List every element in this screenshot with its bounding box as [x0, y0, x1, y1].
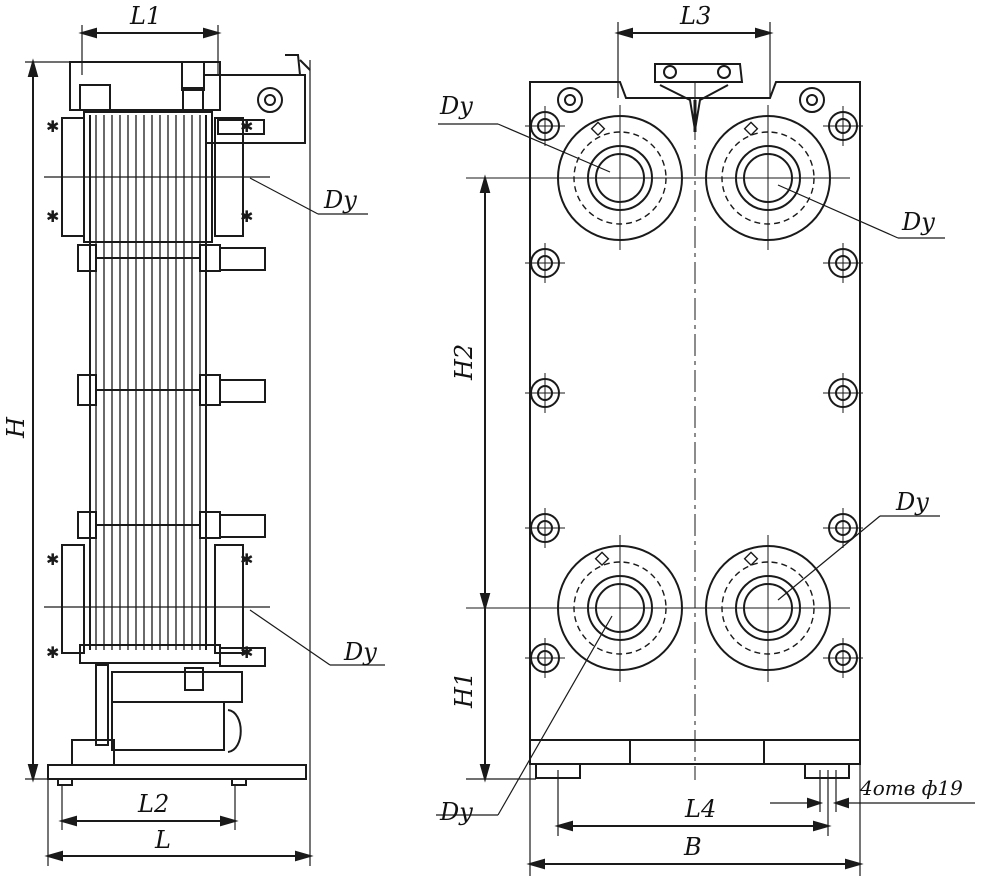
nozzle-label-side-bottom: Dy — [344, 638, 377, 666]
holes-note: 4отв ф19 — [860, 776, 963, 800]
svg-text:✱: ✱ — [240, 643, 253, 662]
svg-text:✱: ✱ — [240, 117, 253, 136]
dim-label-h1: H1 — [450, 671, 478, 708]
nozzle-label-bottom-right: Dy — [896, 488, 929, 516]
dim-label-l4: L4 — [685, 795, 717, 823]
dim-label-l: L — [155, 826, 171, 854]
svg-text:✱: ✱ — [240, 207, 253, 226]
svg-text:✱: ✱ — [46, 550, 59, 569]
dim-label-h: H — [2, 417, 30, 438]
svg-text:✱: ✱ — [46, 207, 59, 226]
dim-label-h2: H2 — [450, 343, 478, 380]
nozzle-label-top-left: Dy — [440, 92, 473, 120]
svg-text:✱: ✱ — [46, 643, 59, 662]
front-view — [436, 22, 975, 876]
dim-label-l1: L1 — [130, 2, 162, 30]
svg-text:✱: ✱ — [46, 117, 59, 136]
dim-label-l3: L3 — [680, 2, 712, 30]
dim-label-l2: L2 — [138, 790, 170, 818]
side-view: ✱ ✱ ✱ ✱ — [25, 25, 385, 866]
nozzle-label-top-right: Dy — [902, 208, 935, 236]
nozzle-label-bottom-left: Dy — [440, 798, 473, 826]
nozzle-label-side-top: Dy — [324, 186, 357, 214]
dim-label-b: B — [684, 833, 702, 861]
svg-text:✱: ✱ — [240, 550, 253, 569]
